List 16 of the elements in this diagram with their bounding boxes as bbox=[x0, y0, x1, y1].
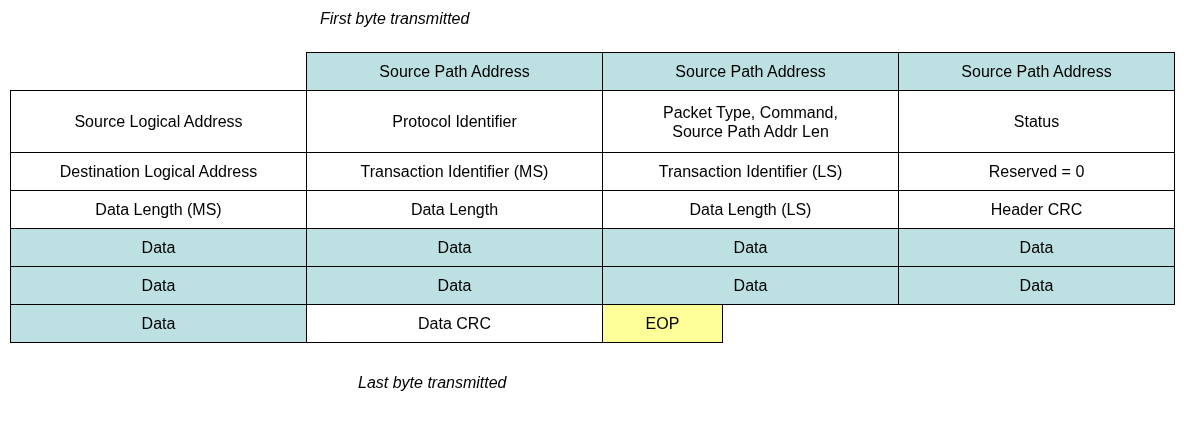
table-cell: Source Path Address bbox=[306, 52, 603, 91]
table-cell: EOP bbox=[602, 304, 723, 343]
table-cell: Data bbox=[10, 266, 307, 305]
table-cell: Data bbox=[602, 228, 899, 267]
table-cell: Data bbox=[306, 228, 603, 267]
table-cell: Data bbox=[306, 266, 603, 305]
table-cell: Source Path Address bbox=[898, 52, 1175, 91]
table-cell: Source Path Address bbox=[602, 52, 899, 91]
table-cell: Data bbox=[898, 228, 1175, 267]
table-cell: Data bbox=[10, 304, 307, 343]
caption-text: Last byte transmitted bbox=[358, 374, 507, 392]
table-cell: Data bbox=[10, 228, 307, 267]
caption-text: First byte transmitted bbox=[320, 10, 470, 28]
table-cell: Data bbox=[602, 266, 899, 305]
table-cell: Data bbox=[898, 266, 1175, 305]
table-cell: Source Logical Address bbox=[10, 90, 307, 153]
